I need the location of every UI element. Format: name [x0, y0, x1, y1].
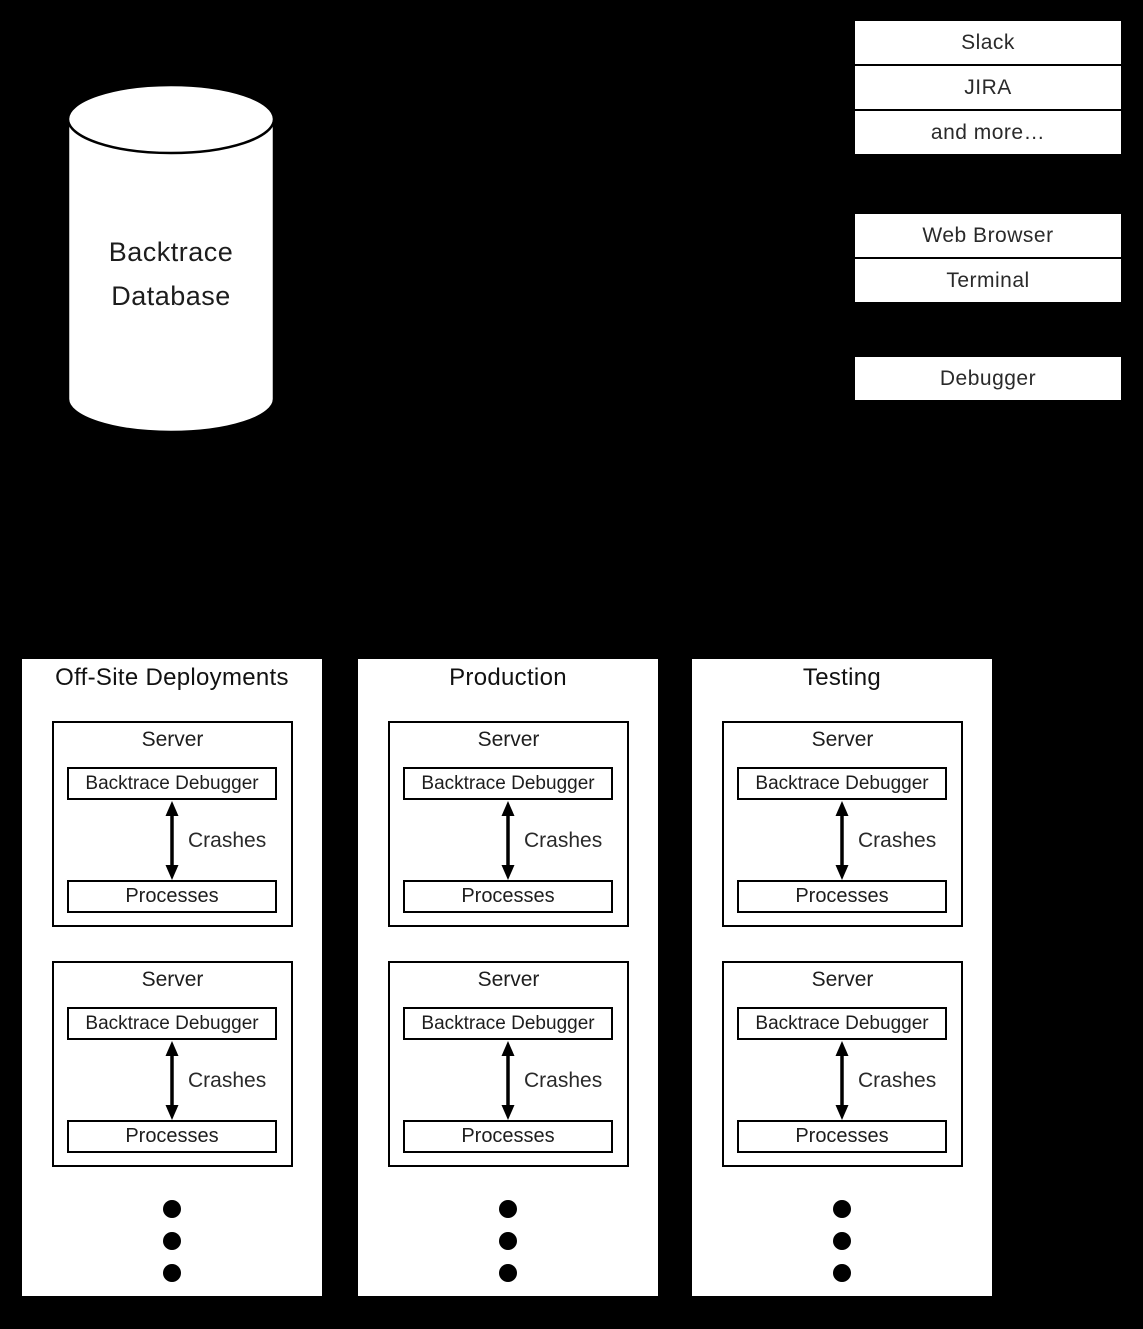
tools-box-group: Debugger: [853, 355, 1123, 402]
server-card: Server Backtrace Debugger Crashes Proces…: [722, 961, 963, 1167]
backtrace-debugger-box: Backtrace Debugger: [67, 1007, 277, 1040]
dot: [833, 1232, 851, 1250]
dot: [833, 1264, 851, 1282]
processes-box: Processes: [403, 880, 613, 913]
processes-box: Processes: [737, 880, 947, 913]
server-label: Server: [811, 968, 874, 991]
column-testing: Testing Server Backtrace Debugger Crashe…: [690, 657, 994, 1298]
crashes-bidirectional-arrow-icon: [501, 801, 515, 880]
dot: [499, 1200, 517, 1218]
integrations-box-group: Slack JIRA and more…: [853, 19, 1123, 156]
crashes-label: Crashes: [858, 1069, 937, 1092]
server-card: Server Backtrace Debugger Crashes Proces…: [388, 721, 629, 927]
box-web-browser: Web Browser: [853, 212, 1123, 259]
processes-box: Processes: [403, 1120, 613, 1153]
crashes-label: Crashes: [524, 1069, 603, 1092]
column-title: Off-Site Deployments: [55, 664, 289, 691]
database-cylinder-icon: [66, 83, 276, 434]
backtrace-debugger-box: Backtrace Debugger: [403, 1007, 613, 1040]
backtrace-debugger-box: Backtrace Debugger: [403, 767, 613, 800]
database-label: Backtrace Database: [66, 230, 276, 318]
processes-box: Processes: [67, 880, 277, 913]
column-off-site-deployments: Off-Site Deployments Server Backtrace De…: [20, 657, 324, 1298]
crashes-label: Crashes: [524, 829, 603, 852]
clients-box-group: Web Browser Terminal: [853, 212, 1123, 304]
backtrace-debugger-box: Backtrace Debugger: [737, 767, 947, 800]
crashes-bidirectional-arrow-icon: [165, 801, 179, 880]
dot: [163, 1200, 181, 1218]
dot: [163, 1264, 181, 1282]
processes-box: Processes: [67, 1120, 277, 1153]
server-label: Server: [811, 728, 874, 751]
server-label: Server: [141, 728, 204, 751]
backtrace-debugger-box: Backtrace Debugger: [737, 1007, 947, 1040]
server-label: Server: [141, 968, 204, 991]
crashes-bidirectional-arrow-icon: [501, 1041, 515, 1120]
column-production: Production Server Backtrace Debugger Cra…: [356, 657, 660, 1298]
database-label-line2: Database: [111, 281, 231, 311]
crashes-label: Crashes: [858, 829, 937, 852]
dot: [499, 1264, 517, 1282]
box-debugger: Debugger: [853, 355, 1123, 402]
column-title: Production: [449, 664, 567, 691]
server-card: Server Backtrace Debugger Crashes Proces…: [52, 961, 293, 1167]
server-label: Server: [477, 728, 540, 751]
dot: [163, 1232, 181, 1250]
database-label-line1: Backtrace: [108, 237, 234, 267]
crashes-bidirectional-arrow-icon: [165, 1041, 179, 1120]
dot: [499, 1232, 517, 1250]
column-title: Testing: [802, 664, 882, 691]
server-card: Server Backtrace Debugger Crashes Proces…: [722, 721, 963, 927]
crashes-bidirectional-arrow-icon: [835, 1041, 849, 1120]
box-and-more: and more…: [853, 109, 1123, 156]
box-terminal: Terminal: [853, 257, 1123, 304]
server-card: Server Backtrace Debugger Crashes Proces…: [388, 961, 629, 1167]
more-servers-dots: [499, 1200, 517, 1282]
backtrace-debugger-box: Backtrace Debugger: [67, 767, 277, 800]
crashes-label: Crashes: [188, 1069, 267, 1092]
more-servers-dots: [833, 1200, 851, 1282]
box-slack: Slack: [853, 19, 1123, 66]
crashes-bidirectional-arrow-icon: [835, 801, 849, 880]
server-label: Server: [477, 968, 540, 991]
crashes-label: Crashes: [188, 829, 267, 852]
box-jira: JIRA: [853, 64, 1123, 111]
dot: [833, 1200, 851, 1218]
server-card: Server Backtrace Debugger Crashes Proces…: [52, 721, 293, 927]
more-servers-dots: [163, 1200, 181, 1282]
processes-box: Processes: [737, 1120, 947, 1153]
